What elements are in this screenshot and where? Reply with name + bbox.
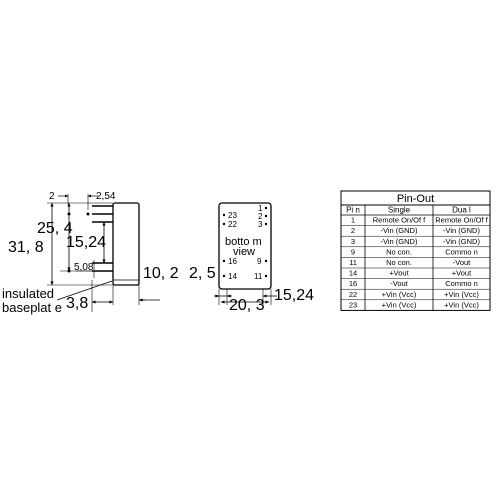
dim-20-3: 20, 3 xyxy=(229,297,265,314)
table-cell: Commo n xyxy=(445,279,478,288)
bottom-view xyxy=(214,202,277,305)
side-view xyxy=(47,194,160,312)
table-header-1: Single xyxy=(388,206,411,215)
table-cell: Remote On/Of f xyxy=(435,216,488,225)
bottom-pin-16: 16 xyxy=(228,257,237,266)
pin-23-dot xyxy=(222,213,226,217)
table-cell: +Vout xyxy=(452,269,472,278)
table-cell: 3 xyxy=(351,237,355,246)
pin-9-dot xyxy=(264,259,268,263)
pin-1-dot xyxy=(264,206,268,210)
bottom-pin-23: 23 xyxy=(228,211,237,220)
bottom-view-label: botto m xyxy=(225,236,262,248)
dim-15-24-bottom: 15,24 xyxy=(274,287,314,304)
dim-2-54: 2,54 xyxy=(96,191,116,202)
bottom-view-label-2: view xyxy=(233,246,255,258)
bottom-pin-2: 2 xyxy=(258,212,263,221)
table-cell: 23 xyxy=(349,300,357,309)
table-cell: -Vout xyxy=(453,258,471,267)
bottom-pin-9: 9 xyxy=(257,257,262,266)
table-title: Pin-Out xyxy=(397,193,434,205)
dim-2: 2 xyxy=(49,191,55,202)
baseplate-label: baseplat e xyxy=(2,300,62,315)
pin-11-dot xyxy=(264,274,268,278)
dim-10-2: 10, 2 xyxy=(143,265,179,282)
table-frame xyxy=(340,190,491,311)
pin-2-dot xyxy=(264,214,268,218)
table-cell: Commo n xyxy=(445,247,478,256)
table-cell: 16 xyxy=(349,279,357,288)
table-cell: 9 xyxy=(351,247,355,256)
table-cell: -Vout xyxy=(390,279,408,288)
table-cell: +Vin (Vcc) xyxy=(382,290,417,299)
dim-2-5: 2, 5 xyxy=(189,265,216,282)
bottom-pin-dots xyxy=(222,206,268,278)
table-cell: +Vin (Vcc) xyxy=(382,300,417,309)
bottom-pin-1: 1 xyxy=(258,204,263,213)
bottom-pin-22: 22 xyxy=(228,220,237,229)
table-cell: -Vin (GND) xyxy=(443,237,480,246)
pin-16-dot xyxy=(222,259,226,263)
table-cell: +Vin (Vcc) xyxy=(444,290,479,299)
module-body xyxy=(112,202,140,286)
table-cell: No con. xyxy=(386,258,412,267)
bottom-view-labels: 23 22 1 2 3 botto m view 16 9 14 11 2, 5… xyxy=(189,204,314,314)
table-cell: -Vin (GND) xyxy=(443,226,480,235)
bottom-pin-3: 3 xyxy=(258,220,263,229)
bottom-pin-14: 14 xyxy=(228,272,237,281)
pinout-table: Pin-Out Pi n Single Dua l 1 Remote On/Of f Rem… xyxy=(340,190,491,311)
table-cell: -Vin (GND) xyxy=(381,237,418,246)
dim-3-8: 3,8 xyxy=(66,295,88,312)
table-cell: +Vin (Vcc) xyxy=(444,300,479,309)
pin-3-dot xyxy=(264,222,268,226)
table-cell: No con. xyxy=(386,247,412,256)
dim-25-4: 25, 4 xyxy=(37,220,73,237)
table-cell: +Vout xyxy=(389,269,409,278)
table-cell: 1 xyxy=(351,216,355,225)
table-header-0: Pi n xyxy=(346,206,360,215)
table-cell: 2 xyxy=(351,226,355,235)
insulated-label: insulated xyxy=(2,286,54,301)
bottom-view-outline xyxy=(218,202,272,290)
bottom-pin-11: 11 xyxy=(254,272,263,281)
dim-31-8: 31, 8 xyxy=(8,239,44,256)
dim-5-08: 5,08 xyxy=(74,262,94,273)
table-cell: 11 xyxy=(349,258,357,267)
dim-15-24: 15,24 xyxy=(66,234,106,251)
table-cell: Remote On/Of f xyxy=(373,216,426,225)
table-header-2: Dua l xyxy=(452,206,471,215)
table-cell: 14 xyxy=(349,269,357,278)
pin-22-dot xyxy=(222,222,226,226)
table-cell: 22 xyxy=(349,290,357,299)
pin-14-dot xyxy=(222,274,226,278)
table-cell: -Vin (GND) xyxy=(381,226,418,235)
side-view-labels: 2 2,54 25, 4 31, 8 15,24 5,08 10, 2 3,8 … xyxy=(2,191,179,315)
